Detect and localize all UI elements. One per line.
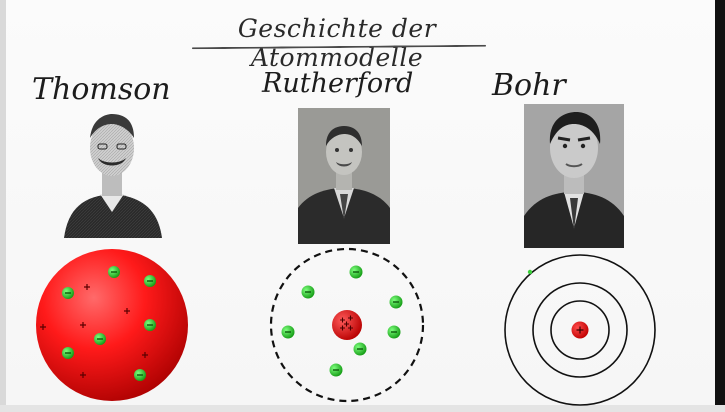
left-border xyxy=(0,0,6,412)
portrait-thomson xyxy=(54,108,172,238)
orbit-outer xyxy=(504,254,656,406)
nucleus-protons xyxy=(340,315,353,331)
bohr-model xyxy=(502,252,658,408)
right-border xyxy=(715,0,725,412)
atom-boundary xyxy=(269,247,425,403)
electron-signs xyxy=(65,271,153,376)
electron xyxy=(527,269,533,275)
rutherford-model xyxy=(268,246,426,404)
thomson-model xyxy=(34,247,190,403)
portrait-bohr xyxy=(524,104,624,248)
proton-signs xyxy=(40,284,148,378)
name-bohr: Bohr xyxy=(492,68,566,103)
name-thomson: Thomson xyxy=(32,72,171,107)
orbit-middle xyxy=(532,282,628,378)
page-title: Geschichte der Atommodelle xyxy=(237,14,437,72)
electron-signs xyxy=(285,271,399,371)
bottom-border xyxy=(0,405,725,412)
name-rutherford: Rutherford xyxy=(262,68,414,99)
portrait-rutherford xyxy=(298,108,390,244)
orbit-inner xyxy=(550,300,610,360)
